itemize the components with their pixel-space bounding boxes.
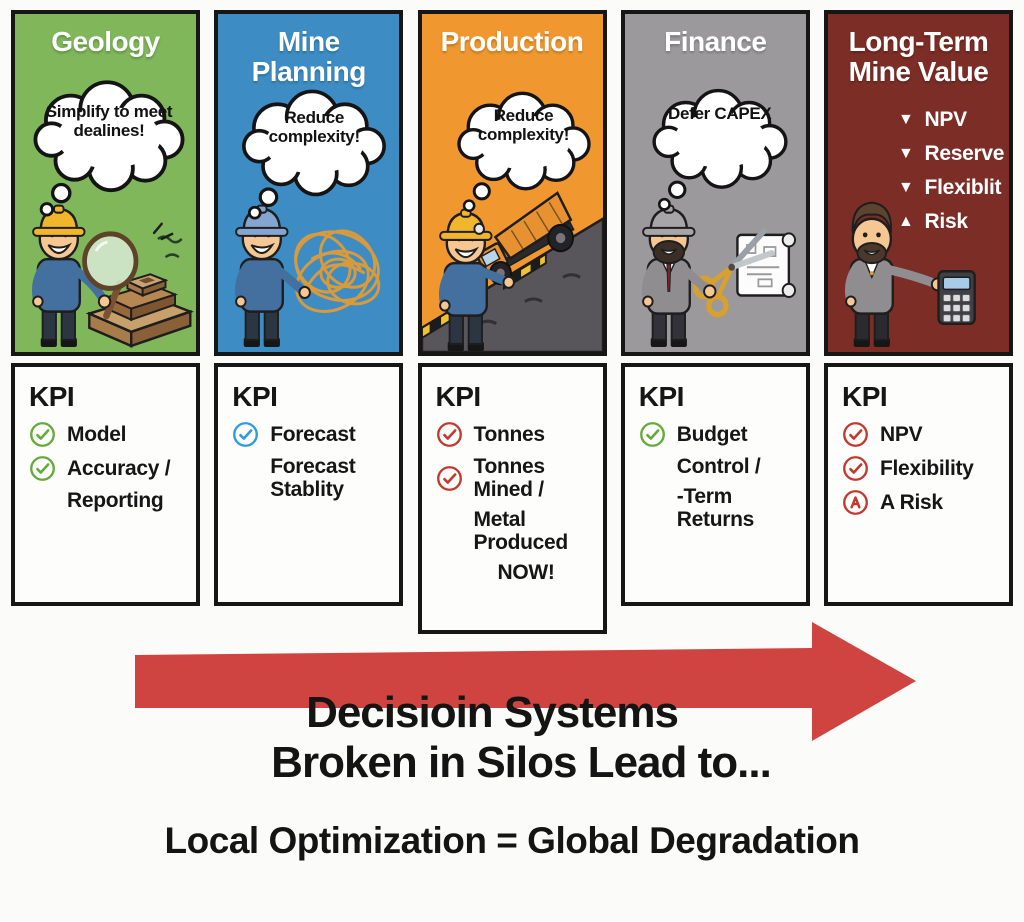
- indicator-row: ▼ NPV: [898, 108, 967, 131]
- triangle-down-icon: ▼: [898, 179, 914, 196]
- triangle-up-icon: ▲: [898, 213, 914, 230]
- geology-title: Geology: [51, 26, 160, 57]
- kpi-item: NOW!: [497, 561, 555, 585]
- footer-line-2: Broken in Silos Lead to...: [271, 738, 772, 787]
- kpi-item: A Risk: [842, 489, 1005, 516]
- geology-panel: Geology Simplify to meet dealines!: [11, 10, 200, 356]
- finance-illustration: [641, 204, 796, 347]
- kpi-heading: KPI: [435, 381, 482, 412]
- finance-kpi-panel: KPI Budget Control / -Term Returns: [620, 363, 810, 606]
- production-panel: Production Reduce complexity!: [417, 10, 607, 356]
- long-term-panel: Long-Term Mine Value ▼ NPV ▼ Reserve ▼ F…: [824, 10, 1013, 356]
- finance-title: Finance: [664, 26, 767, 57]
- hard-hat-icon: [641, 204, 696, 237]
- calculator-icon: [937, 269, 976, 325]
- kpi-item: Tonnes: [436, 421, 599, 448]
- bubble-text: Reduce complexity!: [268, 108, 360, 146]
- column-production: Production Reduce complexity!: [417, 10, 607, 634]
- kpi-heading: KPI: [29, 381, 75, 412]
- executive-illustration: [844, 201, 976, 347]
- thought-bubble-finance: Defer CAPEX: [643, 80, 797, 226]
- mine-planning-kpi-panel: KPI Forecast Forecast Stablity: [214, 363, 404, 606]
- column-geology: Geology Simplify to meet dealines!: [11, 10, 200, 634]
- hair: [851, 201, 892, 234]
- hard-hat-icon: [438, 208, 492, 241]
- check-circle-icon: [436, 421, 463, 448]
- mine-planning-panel: Mine Planning Reduce complexity!: [214, 10, 404, 356]
- check-circle-icon: [436, 465, 463, 492]
- thought-bubble-planning: Reduce complexity!: [232, 84, 396, 232]
- check-circle-icon: [842, 421, 869, 448]
- executive-character: [844, 201, 945, 347]
- kpi-heading: KPI: [638, 381, 685, 412]
- footer-line-3: Local Optimization = Global Degradation: [164, 820, 860, 861]
- kpi-item: Control /: [676, 455, 761, 478]
- kpi-item: NPV: [842, 421, 1005, 448]
- bubble-text: Simplify to meet dealines!: [45, 102, 173, 140]
- long-term-kpi-panel: KPI NPV Flexibility A Risk: [824, 363, 1013, 606]
- check-circle-icon: [29, 421, 56, 448]
- scissors-icon: [692, 227, 775, 318]
- kpi-heading: KPI: [842, 381, 888, 412]
- indicator-row: ▲ Risk: [898, 210, 968, 233]
- kpi-item: Accuracy /: [29, 455, 192, 482]
- check-circle-icon: [29, 455, 56, 482]
- geologist-illustration: [31, 204, 194, 348]
- headlamp-icon: [472, 222, 485, 235]
- triangle-down-icon: ▼: [898, 145, 914, 162]
- thought-bubble-geology: Simplify to meet dealines!: [23, 78, 195, 226]
- kpi-item: -Term Returns: [676, 485, 755, 532]
- worker-character: [235, 204, 312, 347]
- production-title: Production: [440, 26, 584, 57]
- hard-hat-icon: [235, 204, 289, 237]
- kpi-item: Forecast: [232, 421, 395, 448]
- geology-kpi-panel: KPI Model Accuracy / Reporting: [11, 363, 200, 606]
- thought-bubble-production: Reduce complexity!: [448, 82, 600, 228]
- red-arrow: [135, 622, 916, 741]
- column-finance: Finance Defer CAPEX: [620, 10, 810, 634]
- production-illustration: [421, 191, 603, 352]
- check-circle-icon: [232, 421, 259, 448]
- value-indicators: ▼ NPV ▼ Reserve ▼ Flexiblit ▲ Risk: [898, 108, 1004, 234]
- bubble-text: Reduce complexity!: [477, 105, 570, 144]
- bubble-text: Defer CAPEX: [668, 103, 772, 123]
- production-kpi-panel: KPI Tonnes Tonnes Mined / Metal Produced…: [417, 363, 607, 634]
- indicator-row: ▼ Flexiblit: [898, 176, 1002, 199]
- check-circle-icon: [842, 455, 869, 482]
- check-circle-icon: [639, 421, 666, 448]
- triangle-down-icon: ▼: [898, 111, 914, 128]
- block-model-illustration: [85, 273, 194, 348]
- kpi-item: Tonnes Mined /: [436, 455, 599, 501]
- magnifying-glass-icon: [82, 231, 139, 320]
- kpi-item: Forecast Stablity: [270, 455, 356, 502]
- kpi-item: Model: [29, 421, 192, 448]
- footer-line-1: Decisioin Systems: [306, 688, 679, 737]
- kpi-item: Metal Produced: [473, 508, 569, 555]
- silo-columns: Geology Simplify to meet dealines!: [0, 10, 1024, 634]
- mine-planning-title: Mine Planning: [251, 26, 367, 88]
- kpi-heading: KPI: [232, 381, 278, 412]
- worker-character: [438, 208, 515, 351]
- kpi-item: Flexibility: [842, 455, 1005, 482]
- column-long-term-mine-value: Long-Term Mine Value ▼ NPV ▼ Reserve ▼ F…: [824, 10, 1013, 634]
- planner-illustration: [235, 204, 381, 347]
- finance-character: [641, 204, 717, 347]
- kpi-item: Budget: [639, 421, 802, 448]
- indicator-row: ▼ Reserve: [898, 142, 1005, 165]
- tangled-line-illustration: [294, 229, 381, 313]
- warning-circle-icon: [842, 489, 869, 516]
- kpi-item: Reporting: [67, 489, 164, 512]
- long-term-title: Long-Term Mine Value: [848, 26, 989, 88]
- worker-character: [31, 204, 106, 347]
- column-mine-planning: Mine Planning Reduce complexity!: [214, 10, 404, 634]
- finance-panel: Finance Defer CAPEX: [620, 10, 810, 356]
